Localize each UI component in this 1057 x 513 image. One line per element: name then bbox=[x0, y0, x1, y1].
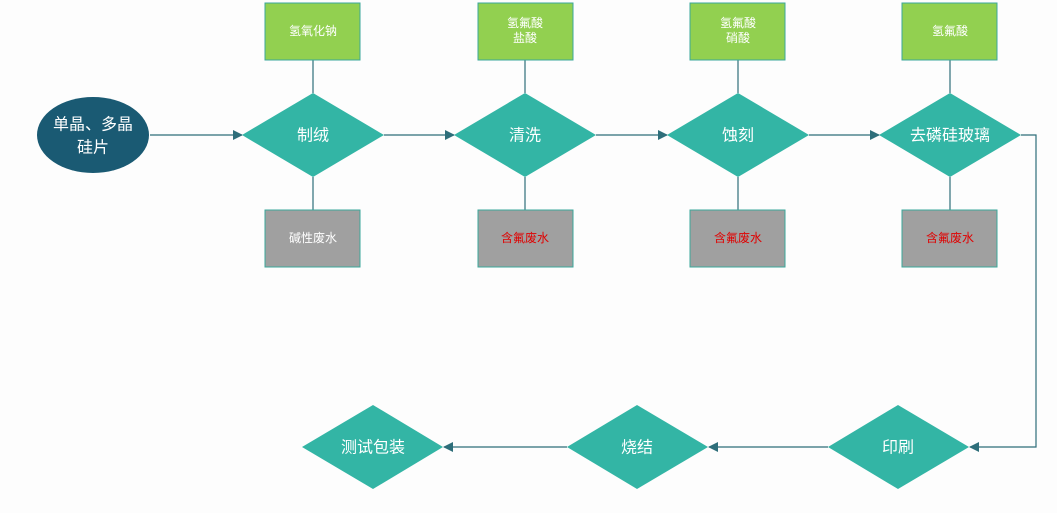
start-node-silicon-wafer: 单晶、多晶 硅片 bbox=[37, 97, 149, 173]
output-box bbox=[689, 209, 786, 268]
input-label: 氢氟酸 bbox=[507, 15, 543, 30]
step-printing: 印刷 bbox=[828, 405, 969, 489]
input-label: 氢氧化钠 bbox=[289, 23, 337, 38]
process-label: 烧结 bbox=[621, 438, 653, 457]
process-diamond bbox=[828, 405, 969, 489]
process-label: 印刷 bbox=[882, 438, 914, 457]
process-label: 蚀刻 bbox=[722, 126, 754, 145]
step-testing-packaging: 测试包装 bbox=[302, 405, 443, 489]
step-sintering: 烧结 bbox=[567, 405, 708, 489]
process-label: 清洗 bbox=[509, 126, 541, 145]
output-label: 碱性废水 bbox=[289, 230, 337, 245]
step-psg-removal: 氢氟酸 去磷硅玻璃 含氟废水 bbox=[879, 2, 1021, 268]
output-label: 含氟废水 bbox=[714, 230, 762, 245]
process-label: 测试包装 bbox=[341, 438, 405, 457]
input-label: 硝酸 bbox=[726, 30, 750, 45]
output-label: 含氟废水 bbox=[501, 230, 549, 245]
vertical-connectors bbox=[312, 60, 951, 210]
input-box bbox=[901, 2, 998, 61]
input-label: 氢氟酸 bbox=[932, 23, 968, 38]
output-box bbox=[477, 209, 574, 268]
process-diamond bbox=[567, 405, 708, 489]
process-diamond bbox=[879, 93, 1021, 177]
input-box bbox=[477, 2, 574, 61]
step-etching: 氢氟酸 硝酸 蚀刻 含氟废水 bbox=[667, 2, 809, 268]
arrow-psg-to-printing bbox=[969, 134, 1037, 452]
output-box bbox=[264, 209, 361, 268]
process-label: 制绒 bbox=[297, 126, 329, 145]
process-diamond bbox=[667, 93, 809, 177]
step-texturing: 氢氧化钠 制绒 碱性废水 bbox=[242, 2, 384, 268]
output-label: 含氟废水 bbox=[926, 230, 974, 245]
process-label: 去磷硅玻璃 bbox=[910, 126, 990, 145]
input-box bbox=[689, 2, 786, 61]
process-diamond bbox=[302, 405, 443, 489]
start-label-line1: 单晶、多晶 bbox=[53, 115, 133, 134]
input-label: 盐酸 bbox=[513, 30, 537, 45]
step-cleaning: 氢氟酸 盐酸 清洗 含氟废水 bbox=[454, 2, 596, 268]
process-diamond bbox=[242, 93, 384, 177]
output-box bbox=[901, 209, 998, 268]
process-diamond bbox=[454, 93, 596, 177]
input-label: 氢氟酸 bbox=[720, 15, 756, 30]
input-box bbox=[264, 2, 361, 61]
start-label-line2: 硅片 bbox=[77, 138, 109, 157]
